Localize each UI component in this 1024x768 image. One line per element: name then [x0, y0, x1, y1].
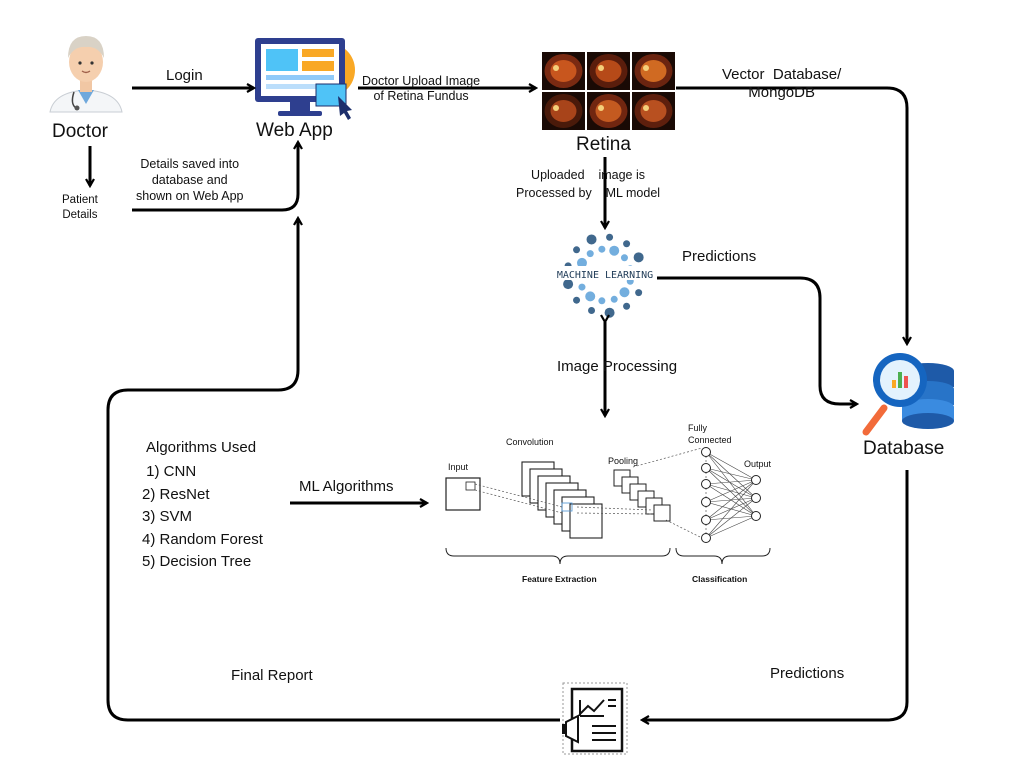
- cnn-input-box: [445, 477, 481, 511]
- cnn-input-label: Input: [448, 462, 469, 472]
- report-icon: [562, 682, 628, 755]
- cnn-feature-extraction-label: Feature Extraction: [522, 574, 597, 584]
- doctor-icon: [49, 36, 123, 113]
- algorithm-item: 5) Decision Tree: [142, 553, 252, 570]
- cnn-output-label: Output: [744, 459, 772, 469]
- ml-algorithms-label: ML Algorithms: [299, 478, 394, 495]
- doctor-label: Doctor: [52, 121, 108, 142]
- algorithm-item: 1) CNN: [142, 463, 197, 480]
- cnn-fully-connected-label: Fully Connected: [688, 423, 732, 445]
- algorithms-list: 1) CNN 2) ResNet 3) SVM 4) Random Forest 5) …: [142, 461, 263, 574]
- details-saved-label: Details saved into database and shown on…: [136, 157, 244, 203]
- cnn-architecture-diagram: [445, 447, 771, 565]
- database-icon: [862, 353, 954, 436]
- retina-images-grid: [542, 52, 675, 130]
- web-app-icon: [255, 38, 355, 120]
- database-label: Database: [863, 438, 945, 459]
- web-app-label: Web App: [256, 120, 333, 141]
- predictions-db-label: Predictions: [770, 665, 845, 682]
- retina-label: Retina: [576, 134, 631, 155]
- upload-label: Doctor Upload Image of Retina Fundus: [362, 74, 481, 103]
- cnn-convolution-label: Convolution: [506, 437, 554, 447]
- vector-database-label: Vector Database/ MongoDB: [722, 66, 842, 101]
- arrow-report-to-webapp: [106, 218, 560, 722]
- arrow-database-to-report: [642, 470, 909, 720]
- cnn-fully-connected-layer: [701, 447, 761, 543]
- cnn-classification-label: Classification: [692, 574, 748, 584]
- patient-details-label: Patient Details: [62, 194, 98, 221]
- algorithms-title: Algorithms Used: [146, 439, 257, 456]
- algorithm-item: 4) Random Forest: [142, 530, 263, 548]
- machine-learning-icon: MACHINE LEARNING: [556, 228, 654, 322]
- predictions-ml-label: Predictions: [682, 248, 757, 265]
- algorithm-item: 3) SVM: [142, 508, 193, 525]
- arrow-retina-to-database: [676, 86, 907, 344]
- algorithm-item: 2) ResNet: [142, 485, 210, 503]
- cnn-pooling-label: Pooling: [608, 456, 639, 466]
- image-processing-label: Image Processing: [557, 358, 678, 375]
- arrow-ml-to-database: [657, 276, 857, 404]
- login-label: Login: [166, 67, 203, 84]
- final-report-label: Final Report: [231, 667, 313, 684]
- flow-arrows: [90, 88, 907, 720]
- processed-label: Uploaded image is Processed by ML model: [516, 168, 661, 200]
- ml-badge-text: MACHINE LEARNING: [557, 270, 653, 281]
- cnn-convolution-stack: [521, 461, 603, 539]
- arrow-details-to-webapp: [132, 142, 298, 212]
